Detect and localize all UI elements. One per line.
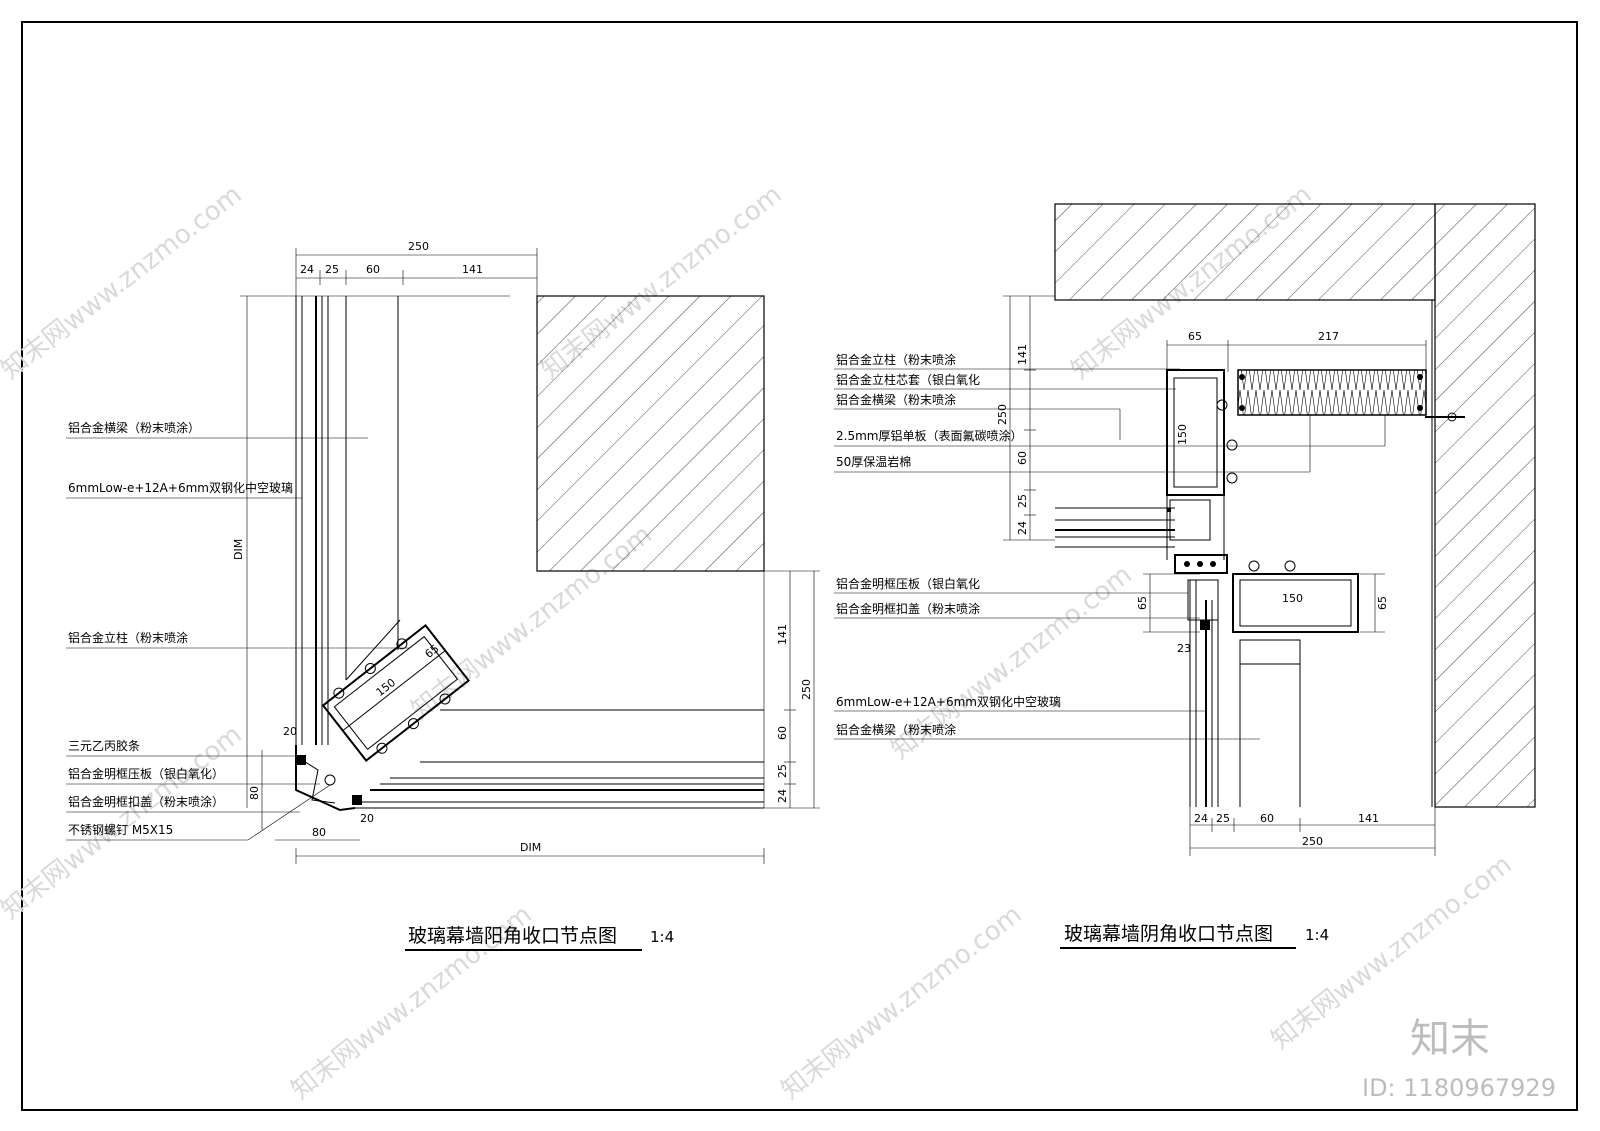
right-left-dim-60: 60 [1016,451,1029,465]
small-dim-80-left: 80 [248,786,261,800]
right-labels-top: 铝合金立柱（粉末喷涂 铝合金立柱芯套（银白氧化 铝合金横梁（粉末喷涂 2.5mm… [834,352,1386,473]
watermark: 知末网www.znzmo.com [776,900,1028,1106]
right-profile-150-b: 150 [1282,592,1303,605]
label-r-aluminum-panel: 2.5mm厚铝单板（表面氟碳喷涂） [836,428,1022,443]
right-dim-250: 250 [800,679,813,700]
top-dim-60: 60 [366,263,380,276]
top-dim-25: 25 [325,263,339,276]
right-bottom-dim-60: 60 [1260,812,1274,825]
right-left-dim-24: 24 [1016,521,1029,535]
small-dim-20-bottom: 20 [360,812,374,825]
label-r-cover-cap: 铝合金明框扣盖（粉末喷涂 [836,601,980,616]
right-bottom-dim-250: 250 [1302,835,1323,848]
left-title: 玻璃幕墙阳角收口节点图 [408,925,617,947]
label-r-pressure-plate: 铝合金明框压板（银白氧化 [836,576,980,591]
right-dim-25: 25 [776,764,789,778]
right-detail: 150 150 [834,203,1536,949]
concrete-right [1434,203,1536,808]
concrete-top [1054,203,1436,301]
right-labels-low: 6mmLow-e+12A+6mm双钢化中空玻璃 铝合金横梁（粉末喷涂 [834,694,1260,740]
left-detail: 150 65 250 24 25 60 141 DIM [66,240,820,951]
left-dim-text: DIM [232,539,245,560]
label-r-transom: 铝合金横梁（粉末喷涂 [836,392,956,407]
label-screw: 不锈钢螺钉 M5X15 [68,823,173,837]
right-dim-23: 23 [1177,642,1191,655]
right-dim-65-left: 65 [1136,596,1149,610]
id-text: ID: 1180967929 [1362,1074,1556,1102]
label-mullion: 铝合金立柱（粉末喷涂 [68,630,188,645]
label-r-rockwool: 50厚保温岩棉 [836,454,911,469]
right-scale: 1:4 [1305,926,1329,944]
brand-logo: 知末 [1410,1016,1490,1062]
right-left-dim-250: 250 [996,404,1009,425]
right-bottom-dim-25: 25 [1216,812,1230,825]
right-bottom-dim-24: 24 [1194,812,1208,825]
label-r-glass: 6mmLow-e+12A+6mm双钢化中空玻璃 [836,694,1061,709]
label-cover-cap: 铝合金明框扣盖（粉末喷涂） [68,794,224,809]
small-dim-80-bottom: 80 [312,826,326,839]
right-profile-150-a: 150 [1176,424,1189,445]
right-left-dim-25: 25 [1016,494,1029,508]
label-epdm: 三元乙丙胶条 [68,738,140,753]
top-dim-141: 141 [462,263,483,276]
watermark: 知末网www.znzmo.com [0,180,248,386]
right-labels-mid: 铝合金明框压板（银白氧化 铝合金明框扣盖（粉末喷涂 [834,576,1200,619]
label-transom: 铝合金横梁（粉末喷涂） [68,420,200,435]
profile-dim-65: 65 [422,642,441,661]
left-scale: 1:4 [650,928,674,946]
label-pressure-plate: 铝合金明框压板（银白氧化） [68,766,224,781]
bottom-dim-text: DIM [520,841,541,854]
concrete-block [536,295,765,572]
label-r-mullion-sleeve: 铝合金立柱芯套（银白氧化 [836,372,980,387]
right-dim-141: 141 [776,624,789,645]
insulation-wool [1237,369,1427,416]
small-dim-20-top: 20 [283,725,297,738]
left-labels: 铝合金横梁（粉末喷涂） 6mmLow-e+12A+6mm双钢化中空玻璃 铝合金立… [66,420,410,841]
profile-dim-150: 150 [374,676,399,699]
right-dim-24: 24 [776,789,789,803]
right-top-dim-65: 65 [1188,330,1202,343]
top-dim-total: 250 [408,240,429,253]
right-left-dim-141: 141 [1016,344,1029,365]
right-top-dim-217: 217 [1318,330,1339,343]
right-dim-60: 60 [776,726,789,740]
label-r-mullion: 铝合金立柱（粉末喷涂 [836,352,956,367]
label-r-transom-low: 铝合金横梁（粉末喷涂 [836,722,956,737]
top-dim-24: 24 [300,263,314,276]
label-glass: 6mmLow-e+12A+6mm双钢化中空玻璃 [68,480,293,495]
right-title: 玻璃幕墙阴角收口节点图 [1064,923,1273,945]
sheet-border [21,21,1578,1111]
right-bottom-dim-141: 141 [1358,812,1379,825]
right-dim-65-right: 65 [1376,596,1389,610]
